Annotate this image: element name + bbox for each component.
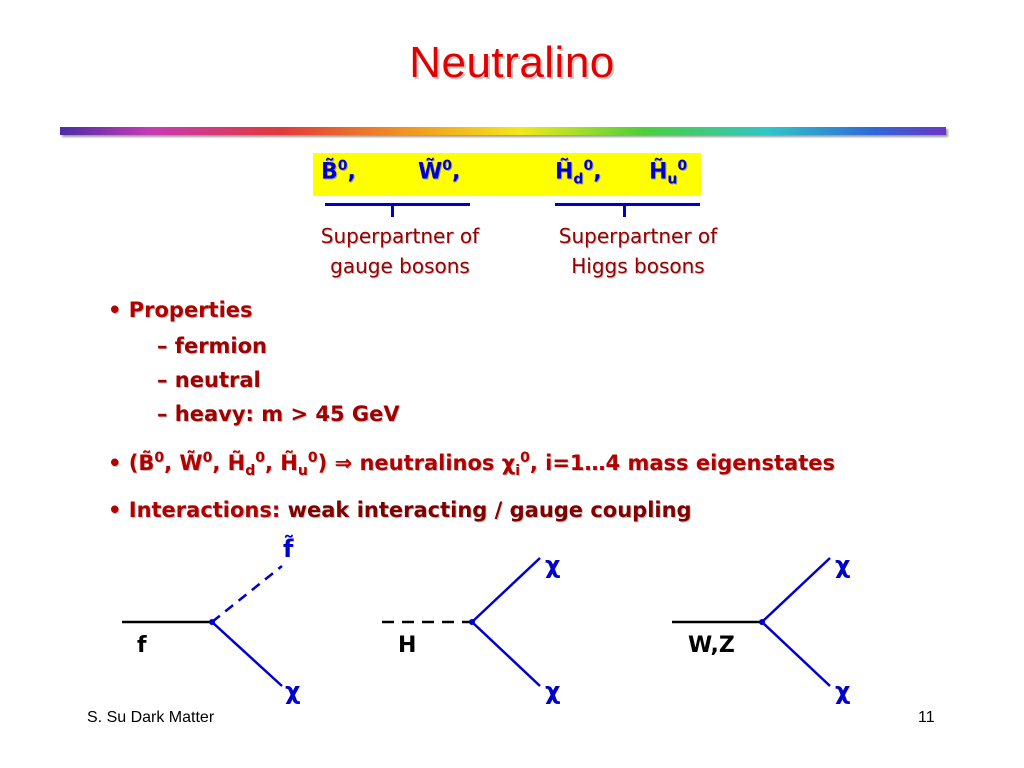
higgs-bracket-line xyxy=(555,203,700,206)
diagram3-vertex xyxy=(759,619,765,625)
interactions-text: weak interacting / gauge coupling xyxy=(287,498,692,522)
gauge-caption: Superpartner of gauge bosons xyxy=(320,224,480,278)
properties-label: Properties xyxy=(128,298,253,322)
diagram1-incoming-label: f xyxy=(137,633,147,658)
superpartner-fields-box xyxy=(313,153,701,196)
gauge-bracket-tick xyxy=(391,203,394,217)
page-number: 11 xyxy=(918,709,935,726)
bullet-interactions: • Interactions: weak interacting / gauge… xyxy=(108,498,692,522)
diagram1-chi-label: χ xyxy=(285,677,301,705)
slide-title: Neutralino xyxy=(409,38,615,87)
higgs-caption: Superpartner of Higgs bosons xyxy=(558,224,718,278)
wino-field: W̃0, xyxy=(418,158,461,185)
diagram1-sfermion-label: f̃ xyxy=(283,535,294,563)
diagram2-chi-top-line xyxy=(471,557,541,623)
footer-author: S. Su Dark Matter xyxy=(87,709,215,726)
property-neutral: – neutral xyxy=(157,368,261,392)
diagram1-sfermion-line xyxy=(211,565,283,623)
interactions-label: Interactions: xyxy=(128,498,281,522)
bullet-dot: • xyxy=(108,451,122,475)
implies-arrow: ⇒ xyxy=(334,451,353,475)
diagram2-chi-bottom-line xyxy=(471,621,541,687)
property-fermion: – fermion xyxy=(157,334,268,358)
higgs-bracket-tick xyxy=(623,203,626,217)
diagram3-chi-top-label: χ xyxy=(835,551,851,579)
diagram3-chi-bottom-label: χ xyxy=(835,677,851,705)
diagram1-vertex xyxy=(209,619,215,625)
diagram2-vertex xyxy=(469,619,475,625)
gauge-bracket-line xyxy=(325,203,470,206)
bino-field: B̃0, xyxy=(321,158,356,185)
diagram2-chi-top-label: χ xyxy=(545,551,561,579)
diagram3-chi-top-line xyxy=(761,557,831,623)
property-heavy: – heavy: m > 45 GeV xyxy=(157,402,400,426)
diagram1-chi-line xyxy=(211,621,283,687)
diagram2-incoming-label: H xyxy=(398,633,417,658)
bullet-mixing: • (B̃0, W̃0, H̃d0, H̃u0) ⇒ neutralinos χ… xyxy=(108,450,835,480)
diagram2-chi-bottom-label: χ xyxy=(545,677,561,705)
higgsino-d-field: H̃d0, xyxy=(555,158,602,188)
higgsino-u-field: H̃u0 xyxy=(649,158,688,188)
bullet-dot: • xyxy=(108,298,122,322)
diagram3-chi-bottom-line xyxy=(761,621,831,687)
title-divider-bar xyxy=(60,127,946,135)
bullet-dot: • xyxy=(108,498,122,522)
bullet-properties: • Properties xyxy=(108,298,253,322)
diagram3-incoming-label: W,Z xyxy=(688,633,735,658)
